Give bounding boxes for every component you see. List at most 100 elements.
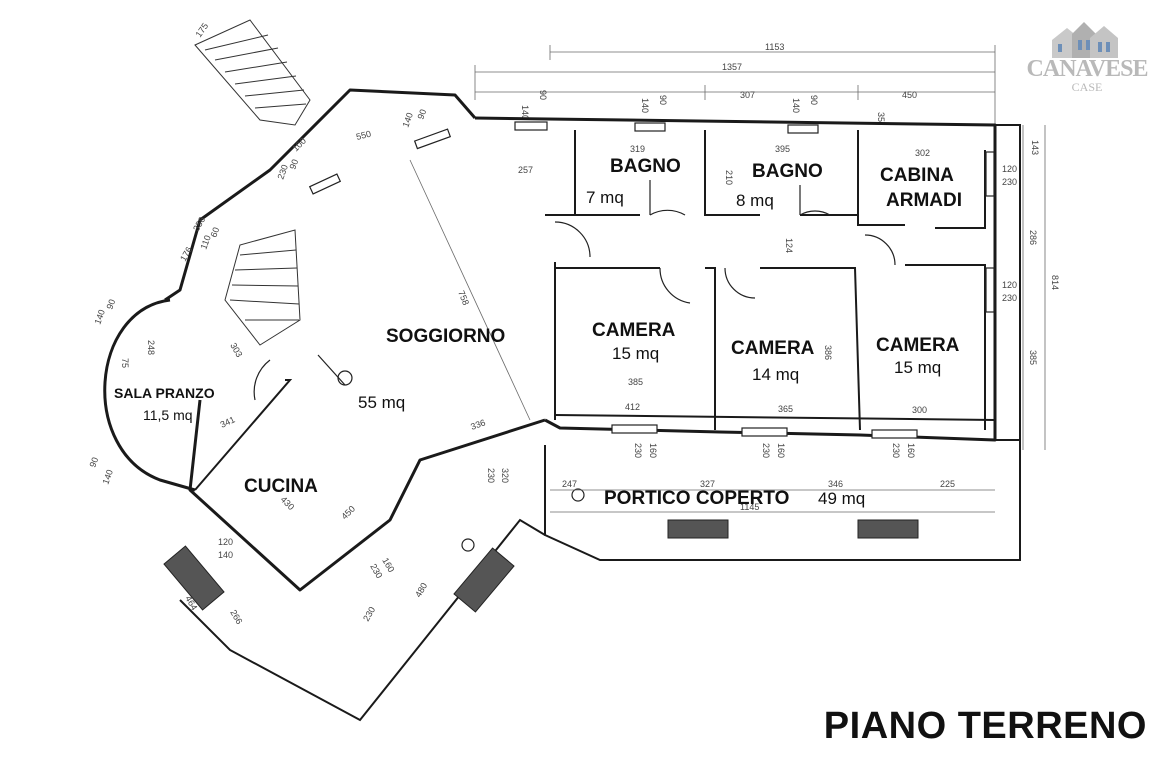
dim-label: 225 bbox=[940, 479, 955, 489]
dim-label: 450 bbox=[339, 504, 357, 522]
dim-label: 124 bbox=[784, 238, 794, 253]
room-name-camera-3: CAMERA bbox=[876, 335, 960, 356]
dim-label: 140 bbox=[640, 98, 650, 113]
dim-label: 90 bbox=[809, 95, 819, 105]
dim-label: 110 bbox=[198, 234, 212, 251]
dim-label: 140 bbox=[218, 550, 233, 560]
dim-label: 120 bbox=[1002, 164, 1017, 174]
dim-label: 140 bbox=[520, 105, 530, 120]
dim-label: 1357 bbox=[722, 62, 742, 72]
room-area-sala-pranzo: 11,5 mq bbox=[143, 407, 193, 423]
dim-label: 341 bbox=[219, 414, 237, 429]
dim-label: 230 bbox=[761, 443, 771, 458]
dim-label: 395 bbox=[775, 144, 790, 154]
dim-label: 230 bbox=[1002, 177, 1017, 187]
dim-label: 230 bbox=[361, 605, 377, 623]
houses-icon bbox=[1052, 22, 1118, 58]
stairs bbox=[194, 19, 311, 346]
dim-label: 90 bbox=[87, 456, 100, 469]
dim-label: 90 bbox=[415, 108, 428, 121]
dim-label: 386 bbox=[823, 345, 833, 360]
room-area-camera-3: 15 mq bbox=[894, 358, 941, 377]
dim-label: 35 bbox=[876, 112, 886, 122]
doors bbox=[253, 180, 896, 401]
room-name-armadi: ARMADI bbox=[886, 190, 962, 211]
grates bbox=[163, 519, 919, 613]
dim-label: 90 bbox=[104, 298, 117, 311]
dim-label: 90 bbox=[658, 95, 668, 105]
dim-label: 257 bbox=[518, 165, 533, 175]
dim-label: 120 bbox=[218, 537, 233, 547]
dim-label: 814 bbox=[1050, 275, 1060, 290]
dim-label: 90 bbox=[287, 158, 300, 171]
dim-label: 320 bbox=[500, 468, 510, 483]
dim-label: 140 bbox=[100, 468, 115, 486]
dim-label: 248 bbox=[146, 340, 156, 355]
dim-label: 286 bbox=[1028, 230, 1038, 245]
dim-label: 100 bbox=[290, 136, 308, 154]
room-area-camera-2: 14 mq bbox=[752, 365, 799, 384]
dim-label: 230 bbox=[486, 468, 496, 483]
dim-label: 160 bbox=[906, 443, 916, 458]
dim-label: 230 bbox=[1002, 293, 1017, 303]
company-logo: CANAVESE CASE bbox=[1012, 18, 1162, 98]
room-name-cucina: CUCINA bbox=[244, 476, 318, 497]
dim-label: 307 bbox=[740, 90, 755, 100]
room-area-soggiorno: 55 mq bbox=[358, 393, 405, 412]
room-area-bagno-2: 8 mq bbox=[736, 191, 774, 210]
dim-label: 143 bbox=[1030, 140, 1040, 155]
dim-label: 480 bbox=[413, 581, 429, 599]
dim-label: 140 bbox=[92, 308, 107, 326]
floor-title: PIANO TERRENO bbox=[823, 705, 1147, 747]
dim-label: 230 bbox=[368, 562, 384, 580]
dim-label: 266 bbox=[228, 608, 244, 626]
dim-label: 230 bbox=[275, 163, 290, 181]
room-labels: BAGNO 7 mq BAGNO 8 mq CABINA ARMADI SOGG… bbox=[114, 156, 962, 509]
dim-label: 303 bbox=[228, 341, 244, 359]
top-dimensions: 1153 1357 307 450 140 90 140 90 140 90 3… bbox=[474, 42, 1040, 155]
dim-label: 385 bbox=[628, 377, 643, 387]
room-name-sala-pranzo: SALA PRANZO bbox=[114, 385, 215, 401]
room-name-cabina: CABINA bbox=[880, 165, 954, 186]
logo-subtitle: CASE bbox=[1071, 80, 1103, 94]
room-name-bagno-1: BAGNO bbox=[610, 156, 681, 177]
dim-label: 319 bbox=[630, 144, 645, 154]
dim-label: 75 bbox=[120, 358, 130, 368]
dim-label: 327 bbox=[700, 479, 715, 489]
dim-label: 346 bbox=[828, 479, 843, 489]
dim-label: 302 bbox=[915, 148, 930, 158]
dim-label: 1153 bbox=[765, 42, 784, 52]
dim-label: 90 bbox=[538, 90, 548, 100]
room-name-portico: PORTICO COPERTO bbox=[604, 488, 789, 509]
dim-label: 140 bbox=[400, 111, 415, 129]
room-name-soggiorno: SOGGIORNO bbox=[386, 326, 505, 347]
dim-label: 230 bbox=[633, 443, 643, 458]
room-area-portico: 49 mq bbox=[818, 489, 865, 508]
dim-label: 412 bbox=[625, 402, 640, 412]
dim-label: 160 bbox=[776, 443, 786, 458]
dim-label: 300 bbox=[912, 405, 927, 415]
dim-label: 247 bbox=[562, 479, 577, 489]
room-area-bagno-1: 7 mq bbox=[586, 188, 624, 207]
dim-label: 365 bbox=[778, 404, 793, 414]
dim-label: 385 bbox=[1028, 350, 1038, 365]
dim-label: 140 bbox=[791, 98, 801, 113]
dim-label: 758 bbox=[456, 289, 471, 307]
dim-label: 230 bbox=[891, 443, 901, 458]
room-name-camera-2: CAMERA bbox=[731, 338, 815, 359]
dim-label: 160 bbox=[648, 443, 658, 458]
dim-label: 210 bbox=[724, 170, 734, 185]
room-area-camera-1: 15 mq bbox=[612, 344, 659, 363]
logo-name: CANAVESE bbox=[1026, 56, 1149, 82]
dim-label: 120 bbox=[1002, 280, 1017, 290]
dim-label: 550 bbox=[355, 129, 372, 142]
room-name-camera-1: CAMERA bbox=[592, 320, 676, 341]
dim-label: 336 bbox=[469, 417, 487, 432]
dim-label: 60 bbox=[208, 226, 221, 239]
room-name-bagno-2: BAGNO bbox=[752, 161, 823, 182]
right-dimensions: 286 814 385 bbox=[1022, 125, 1060, 450]
windows bbox=[308, 121, 995, 439]
dim-label: 175 bbox=[193, 21, 210, 39]
fireplace-symbol bbox=[317, 354, 585, 552]
